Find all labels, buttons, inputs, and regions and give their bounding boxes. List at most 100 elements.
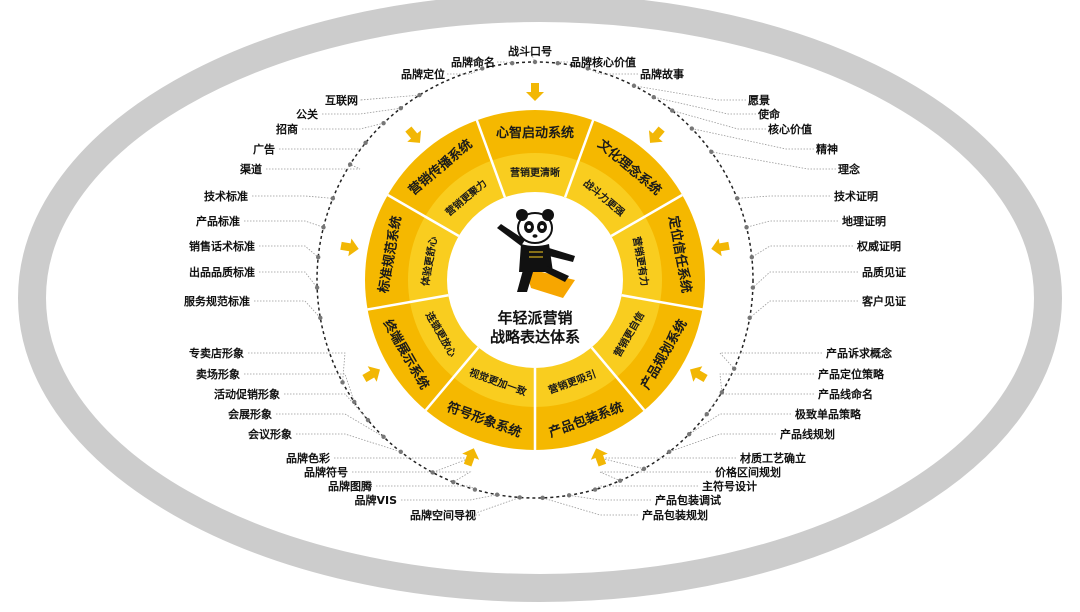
arrow-icon bbox=[340, 238, 359, 257]
tick-dot bbox=[480, 66, 485, 71]
element-label: 材质工艺确立 bbox=[740, 451, 806, 465]
element-label: 服务规范标准 bbox=[184, 294, 250, 308]
element-label: 出品品质标准 bbox=[189, 265, 255, 279]
leader-line bbox=[569, 494, 651, 501]
element-label: 品牌定位 bbox=[401, 67, 445, 81]
ring-divider bbox=[590, 346, 646, 412]
leader-line bbox=[244, 220, 324, 228]
tick-dot bbox=[709, 149, 714, 155]
arrow-icon bbox=[648, 126, 665, 143]
element-label: 技术标准 bbox=[204, 189, 248, 203]
element-label: 活动促销形象 bbox=[214, 387, 280, 401]
leader-line bbox=[469, 497, 520, 516]
tick-dot bbox=[731, 366, 737, 371]
tick-dot bbox=[363, 140, 368, 146]
tick-dot bbox=[381, 434, 386, 440]
leader-line bbox=[587, 68, 638, 75]
element-label: 品牌空间导视 bbox=[410, 508, 476, 522]
tick-dot bbox=[318, 315, 323, 321]
leader-line bbox=[653, 96, 756, 115]
arrow-icon bbox=[526, 83, 544, 101]
tick-dot bbox=[398, 106, 403, 111]
leader-line bbox=[497, 61, 513, 64]
leader-line bbox=[691, 128, 814, 150]
tick-dot bbox=[747, 315, 752, 321]
arrow-icon bbox=[462, 448, 480, 467]
element-label: 精神 bbox=[816, 142, 838, 156]
leader-line bbox=[244, 373, 355, 403]
element-label: 愿景 bbox=[748, 94, 770, 107]
element-label: 客户见证 bbox=[861, 294, 906, 308]
tick-marks bbox=[314, 59, 756, 501]
element-label: 渠道 bbox=[240, 162, 262, 176]
tick-dot bbox=[631, 83, 637, 88]
tick-dot bbox=[651, 94, 656, 100]
tick-dot bbox=[667, 449, 672, 454]
ring-divider bbox=[621, 294, 703, 311]
element-label: 品牌故事 bbox=[640, 67, 684, 81]
tick-dot bbox=[451, 479, 456, 485]
element-label: 品牌核心价值 bbox=[570, 55, 636, 69]
element-label: 招商 bbox=[276, 122, 298, 136]
element-labels: 战斗口号品牌命名品牌定位品牌核心价值品牌故事愿景使命核心价值精神理念技术证明地理… bbox=[184, 44, 906, 522]
element-label: 产品包装规划 bbox=[642, 508, 708, 522]
tick-dot bbox=[417, 92, 422, 98]
leader-line bbox=[719, 352, 822, 369]
ring-divider bbox=[387, 193, 460, 238]
tick-dot bbox=[517, 495, 522, 500]
tick-dot bbox=[689, 126, 695, 131]
element-label: 品牌色彩 bbox=[286, 451, 330, 465]
tick-dot bbox=[510, 60, 515, 66]
leader-line bbox=[259, 271, 318, 288]
tick-dot bbox=[352, 399, 357, 405]
tick-dot bbox=[734, 196, 740, 201]
ring-dividers bbox=[367, 119, 703, 450]
leader-line bbox=[751, 245, 853, 258]
element-label: 核心价值 bbox=[768, 122, 812, 136]
tick-dot bbox=[365, 417, 371, 423]
tick-dot bbox=[641, 466, 647, 471]
leader-line bbox=[599, 471, 711, 482]
element-label: 产品线规划 bbox=[780, 427, 835, 441]
leader-line bbox=[752, 271, 858, 288]
tick-dot bbox=[704, 412, 709, 417]
leader-line bbox=[352, 471, 472, 483]
leader-line bbox=[746, 220, 838, 228]
element-label: 品牌图腾 bbox=[328, 479, 373, 493]
element-label: 理念 bbox=[838, 162, 861, 176]
arrow-icon bbox=[690, 366, 708, 382]
leader-line bbox=[266, 164, 361, 170]
arrow-icon bbox=[405, 126, 422, 143]
leader-line bbox=[672, 110, 766, 130]
tick-dot bbox=[686, 431, 692, 437]
element-label: 战斗口号 bbox=[508, 44, 552, 58]
center-title-line1: 年轻派营销 bbox=[497, 309, 572, 327]
leader-line bbox=[259, 245, 319, 258]
element-label: 销售话术标准 bbox=[189, 239, 255, 253]
element-label: 会展形象 bbox=[228, 407, 272, 421]
center-title-line2: 战略表达体系 bbox=[490, 328, 580, 346]
tick-dot bbox=[585, 66, 590, 71]
panda-mascot-icon bbox=[497, 209, 575, 298]
element-label: 产品诉求概念 bbox=[826, 346, 893, 360]
element-label: 品牌符号 bbox=[304, 465, 348, 479]
element-label: 主符号设计 bbox=[702, 479, 757, 493]
element-label: 会议形象 bbox=[248, 427, 292, 441]
goal-label: 营销更清晰 bbox=[510, 166, 560, 179]
leader-line bbox=[376, 485, 476, 490]
tick-dot bbox=[540, 495, 545, 501]
leader-line bbox=[248, 352, 346, 383]
tick-dot bbox=[315, 255, 321, 260]
tick-dot bbox=[347, 162, 353, 167]
leader-lines bbox=[244, 50, 858, 516]
leader-line bbox=[254, 300, 321, 319]
leader-line bbox=[296, 433, 401, 453]
tick-dot bbox=[749, 255, 755, 260]
leader-line bbox=[401, 494, 498, 501]
ring-divider bbox=[563, 119, 595, 198]
tick-dot bbox=[340, 380, 345, 385]
ring-divider bbox=[475, 119, 507, 198]
element-label: 产品包装调试 bbox=[655, 493, 721, 507]
leader-line bbox=[322, 107, 401, 115]
leader-line bbox=[711, 151, 836, 170]
